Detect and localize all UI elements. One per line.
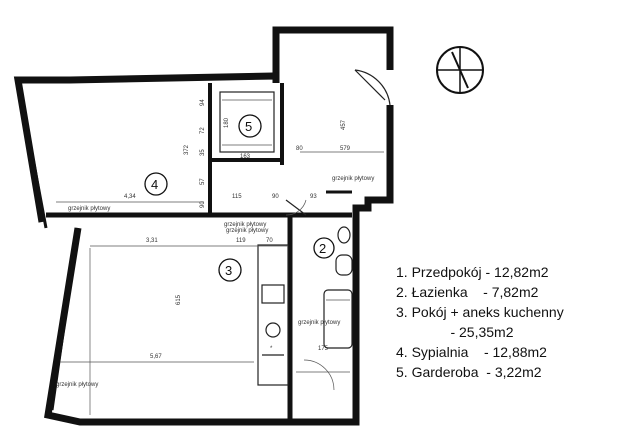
dim-90: 90 bbox=[272, 194, 279, 200]
interior-walls bbox=[46, 83, 352, 422]
area-legend: 1. Przedpokój - 12,82m2 2. Łazienka - 7,… bbox=[396, 262, 618, 382]
dim-70: 70 bbox=[266, 238, 273, 244]
note-radiator-5: grzejnik płytowy bbox=[56, 382, 98, 388]
room-number-5: 5 bbox=[245, 119, 252, 134]
dim-119: 119 bbox=[236, 238, 246, 244]
dim-180: 180 bbox=[224, 117, 230, 128]
note-radiator-2: grzejnik płytowy bbox=[224, 222, 266, 228]
bathroom-fixtures bbox=[303, 226, 353, 391]
legend-row-4: 4. Sypialnia - 12,88m2 bbox=[396, 344, 547, 360]
dim-457: 457 bbox=[341, 119, 347, 130]
dim-115: 115 bbox=[232, 194, 242, 200]
dim-579: 579 bbox=[340, 146, 351, 152]
dim-93: 93 bbox=[310, 194, 317, 200]
dimension-lines bbox=[56, 151, 384, 415]
dim-372: 372 bbox=[184, 144, 190, 155]
wardrobe-shelves bbox=[219, 91, 275, 153]
note-radiator-6: grzejnik płytowy bbox=[226, 228, 268, 234]
dimension-labels: 4,34 115 90 93 3,31 119 70 5,67 175 80 5… bbox=[124, 99, 351, 360]
dim-35: 35 bbox=[200, 149, 206, 156]
svg-text:*: * bbox=[270, 346, 273, 352]
dim-94: 94 bbox=[200, 99, 206, 106]
entry-door bbox=[285, 69, 391, 216]
room-number-4: 4 bbox=[151, 177, 158, 192]
legend-row-3-area: - 25,35m2 bbox=[396, 324, 514, 340]
legend-row-3: 3. Pokój + aneks kuchenny bbox=[396, 304, 564, 320]
legend-row-5: 5. Garderoba - 3,22m2 bbox=[396, 364, 542, 380]
dim-57: 57 bbox=[200, 178, 206, 185]
dim-567: 5,67 bbox=[150, 354, 162, 360]
dim-434: 4,34 bbox=[124, 194, 136, 200]
outer-walls bbox=[13, 26, 394, 426]
legend-row-1: 1. Przedpokój - 12,82m2 bbox=[396, 264, 549, 280]
dim-163: 163 bbox=[240, 154, 251, 160]
dim-72: 72 bbox=[200, 127, 206, 134]
dim-615: 615 bbox=[176, 294, 182, 305]
dim-175: 175 bbox=[318, 346, 329, 352]
legend-row-2: 2. Łazienka - 7,82m2 bbox=[396, 284, 539, 300]
dim-80: 80 bbox=[296, 146, 303, 152]
note-radiator-3: grzejnik płytowy bbox=[332, 176, 374, 182]
kitchen-counter: * bbox=[257, 244, 289, 386]
room-number-2: 2 bbox=[319, 241, 326, 256]
note-radiator-4: grzejnik płytowy bbox=[298, 320, 340, 326]
room-labels: 2 3 4 5 bbox=[144, 114, 335, 282]
room-number-3: 3 bbox=[225, 263, 232, 278]
note-radiator-1: grzejnik płytowy bbox=[68, 206, 110, 212]
radiator-notes: grzejnik płytowy grzejnik płytowy grzejn… bbox=[56, 176, 374, 388]
dim-90b: 90 bbox=[200, 201, 206, 208]
compass-icon bbox=[436, 46, 484, 94]
dim-331: 3,31 bbox=[146, 238, 158, 244]
